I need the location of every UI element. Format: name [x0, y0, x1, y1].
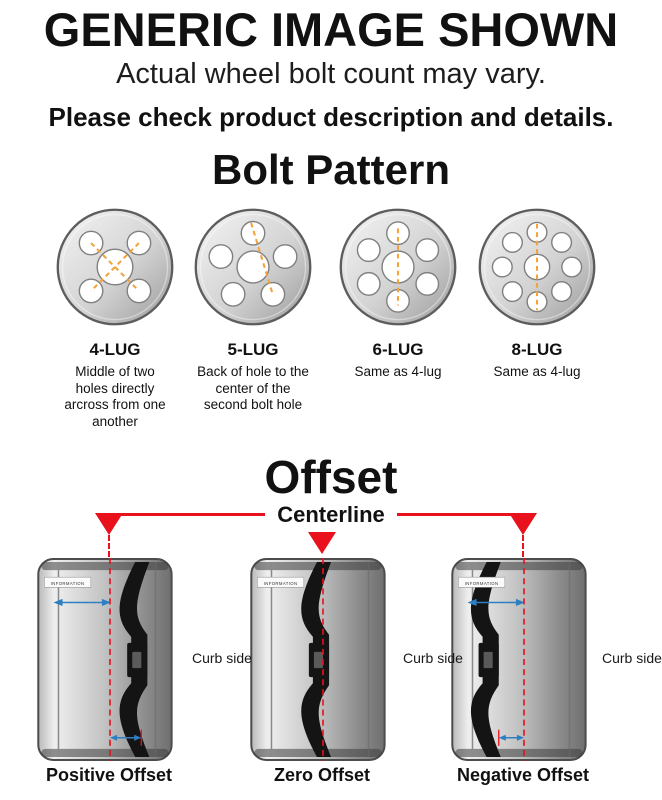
- positive-offset-label: Positive Offset: [45, 765, 173, 785]
- wheel-barrel: [37, 558, 173, 761]
- lug-5-label: 5-LUG: [227, 340, 279, 359]
- lug-8-wheel-diagram: [478, 208, 596, 326]
- centerline-marker-middle: [308, 532, 336, 554]
- bolt-pattern-title: Bolt Pattern: [211, 146, 450, 193]
- centerline-dash-right: [522, 535, 524, 557]
- barrel-text: INFORMATION: [264, 581, 298, 586]
- lug-8-label: 8-LUG: [511, 340, 563, 359]
- lug-8-cell: 8-LUG Same as 4-lug: [467, 206, 607, 381]
- negative-offset-diagram: INFORMATION: [448, 556, 600, 763]
- lug-4-wheel-diagram: [56, 208, 174, 326]
- lug-5-description: Back of hole to the center of the second…: [197, 364, 309, 413]
- zero-offset-diagram: INFORMATION: [247, 556, 399, 763]
- lug-6-description: Same as 4-lug: [354, 364, 442, 379]
- lug-4-cell: 4-LUG Middle of two holes directly arcro…: [45, 206, 185, 431]
- negative-offset-label: Negative Offset: [456, 765, 590, 785]
- lug-5-wheel-diagram: [194, 208, 312, 326]
- barrel-text: INFORMATION: [51, 581, 85, 586]
- lug-6-label: 6-LUG: [372, 340, 424, 359]
- lug-4-description: Middle of two holes directly arcross fro…: [64, 364, 166, 430]
- centerline-marker-left: [95, 513, 123, 535]
- curb-side-label: Curb side: [192, 650, 252, 666]
- zero-offset-label: Zero Offset: [273, 765, 370, 785]
- centerline-label: Centerline: [0, 502, 662, 528]
- generic-image-heading: GENERIC IMAGE SHOWN: [43, 3, 619, 56]
- positive-offset-diagram: INFORMATION: [34, 556, 186, 763]
- bolt-count-subheading: Actual wheel bolt count may vary.: [116, 58, 546, 90]
- lug-4-label: 4-LUG: [89, 340, 141, 359]
- offset-title: Offset: [264, 451, 398, 503]
- curb-side-label: Curb side: [602, 650, 662, 666]
- curb-side-label: Curb side: [403, 650, 463, 666]
- centerline-dash-left: [108, 535, 110, 557]
- lug-8-description: Same as 4-lug: [493, 364, 581, 379]
- lug-6-cell: 6-LUG Same as 4-lug: [328, 206, 468, 381]
- barrel-text: INFORMATION: [465, 581, 499, 586]
- lug-6-wheel-diagram: [339, 208, 457, 326]
- lug-5-cell: 5-LUG Back of hole to the center of the …: [183, 206, 323, 414]
- check-description-note: Please check product description and det…: [48, 102, 614, 132]
- centerline-marker-right: [509, 513, 537, 535]
